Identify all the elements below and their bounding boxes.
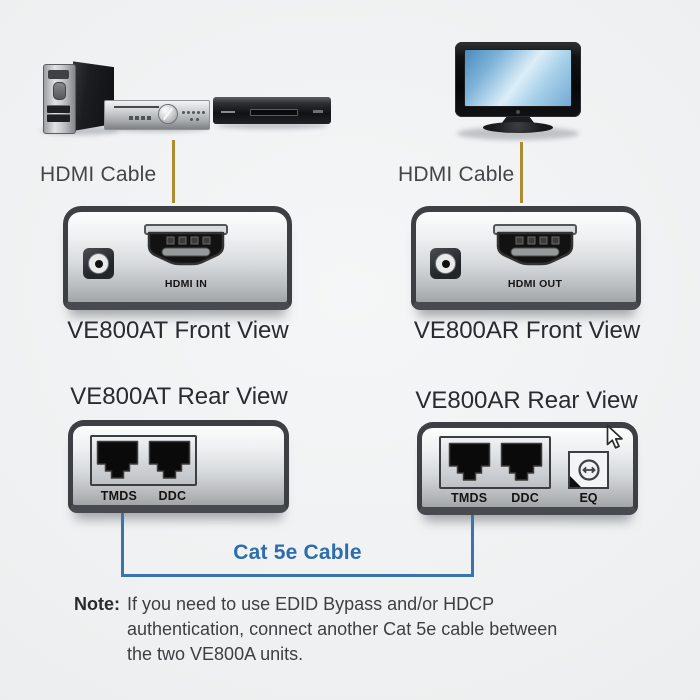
pc-tower-drive-bay [47,105,70,113]
eq-label: EQ [579,491,598,505]
ddc-label: DDC [511,491,539,505]
av-receiver-illustration [104,100,210,132]
tv-display-illustration [455,42,581,142]
hdmi-out-label: HDMI OUT [507,278,563,290]
pc-tower-shadow [41,126,119,135]
rj45-port-icon [148,440,191,479]
eq-dial-icon [577,459,600,481]
dc-jack-ring [88,253,109,274]
eq-adjustment-dial [568,451,609,489]
volume-knob [158,104,178,124]
cat5e-cable-label: Cat 5e Cable [233,541,362,564]
tv-frame [455,42,581,117]
dvd-player-illustration [213,95,331,129]
rj45-port-icon [96,440,139,479]
ve800ar-rear-title: VE800AR Rear View [415,387,638,414]
dvd-logo [221,111,235,113]
ve800at-front-title: VE800AT Front View [67,317,289,344]
rj45-port-frame [439,436,551,489]
disc-slot [114,106,159,108]
cat5e-cable-line-bottom [121,574,474,577]
tv-screen [464,49,572,107]
note-text: If you need to use EDID Bypass and/or HD… [127,594,558,664]
hdmi-cable-label-left: HDMI Cable [40,163,157,186]
dc-power-jack [83,248,114,279]
pc-tower-drive-bay [47,114,70,122]
hdmi-cable-label-right: HDMI Cable [398,163,515,186]
tv-logo-dot [516,110,520,114]
hdmi-port-icon [144,224,228,266]
rj45-port-labels: TMDS DDC [90,489,197,503]
hdmi-in-label: HDMI IN [164,278,208,290]
hdmi-port-icon [493,224,577,266]
av-receiver-body [104,100,210,130]
dc-jack-hole [94,259,103,268]
tmds-label: TMDS [451,491,488,505]
pc-tower-control-panel [53,82,66,100]
hdmi-cable-line-right [520,142,523,203]
rj45-port-frame [90,435,197,486]
dc-jack-ring [435,253,456,274]
tv-stand-neck [501,116,535,124]
rj45-port-labels: TMDS DDC [439,491,551,505]
receiver-dial-buttons [182,111,185,114]
receiver-buttons [129,116,133,120]
ve800ar-rear-unit: TMDS DDC EQ [417,422,638,515]
dvd-player-shadow [216,122,328,129]
ve800at-rear-title: VE800AT Rear View [70,383,288,410]
pc-tower-front-panel [43,64,76,134]
dvd-player-body [213,97,331,124]
pc-tower-optical-drive [48,70,69,79]
rj45-port-icon [448,442,490,481]
tmds-label: TMDS [100,489,137,503]
note-block: Note: If you need to use EDID Bypass and… [74,592,569,667]
ve800ar-front-unit: HDMI OUT [411,206,641,310]
tv-stand-base [483,122,553,133]
cat5e-cable-line-left [121,513,124,576]
ddc-label: DDC [158,489,187,503]
disc-tray [250,109,298,116]
dc-jack-hole [441,259,450,268]
dc-power-jack [430,248,461,279]
rj45-port-icon [500,442,542,481]
cat5e-cable-line-right [471,515,474,576]
hdmi-cable-line-left [172,140,175,203]
cursor-icon [606,424,623,449]
note-label: Note: [74,594,120,614]
ve800at-rear-unit: TMDS DDC [68,420,289,513]
ve800ar-front-title: VE800AR Front View [413,317,641,344]
dvd-button [313,110,323,113]
ve800at-front-unit: HDMI IN [63,206,292,310]
